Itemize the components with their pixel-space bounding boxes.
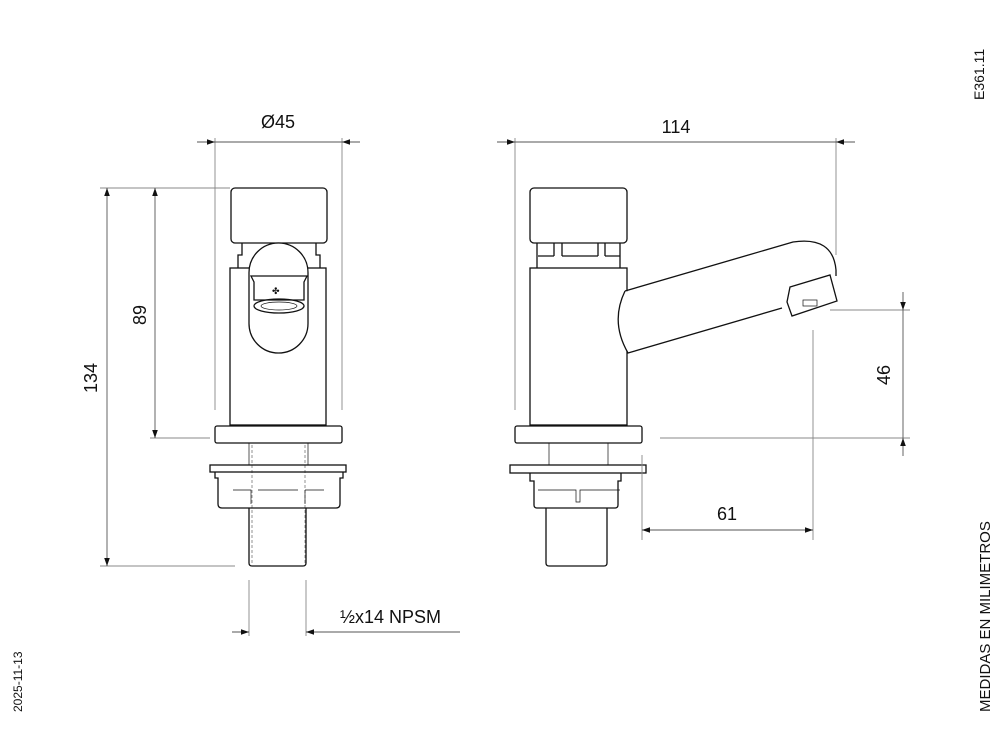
side-handle-cap [529,187,628,244]
side-base-flange [514,425,643,444]
side-threaded-stem [545,508,608,567]
side-nut-details [538,489,620,503]
aerator-housing [249,275,309,301]
dimension-length: 114 [662,117,691,137]
side-cap-supports [536,243,621,268]
front-view: ✤ [209,187,347,567]
front-threaded-stem [248,508,307,567]
front-base-flange [214,425,343,444]
dimension-diameter: Ø45 [261,112,295,132]
dimension-lines [100,138,910,636]
side-spout [617,240,837,354]
dimension-body-height: 89 [130,305,150,325]
dimension-thread: ½x14 NPSM [340,607,441,627]
side-washer [509,464,647,474]
side-aerator-slot [802,299,818,307]
side-view [509,187,838,567]
front-washer [209,464,347,473]
aerator-logo-icon: ✤ [272,286,280,296]
side-body [529,267,628,426]
dimension-spout-reach: 61 [717,504,737,524]
front-shaft [248,443,309,465]
side-aerator [786,274,838,317]
side-nut [529,473,622,509]
front-nut-details [233,489,324,504]
aerator-ring [253,298,305,314]
front-cap-supports [237,243,321,268]
front-spout-outline [248,242,309,354]
front-thread-hidden-lines [251,445,306,565]
dimension-total-height: 134 [81,363,101,393]
aerator-inner-ring [260,301,298,311]
dimension-spout-height: 46 [874,365,894,385]
units-note: MEDIDAS EN MILIMETROS [977,521,994,712]
front-nut [214,472,344,509]
drawing-code: E361.11 [971,49,987,100]
drawing-date: 2025-11-13 [11,651,25,712]
side-shaft [548,443,609,465]
front-handle-cap [230,187,328,244]
